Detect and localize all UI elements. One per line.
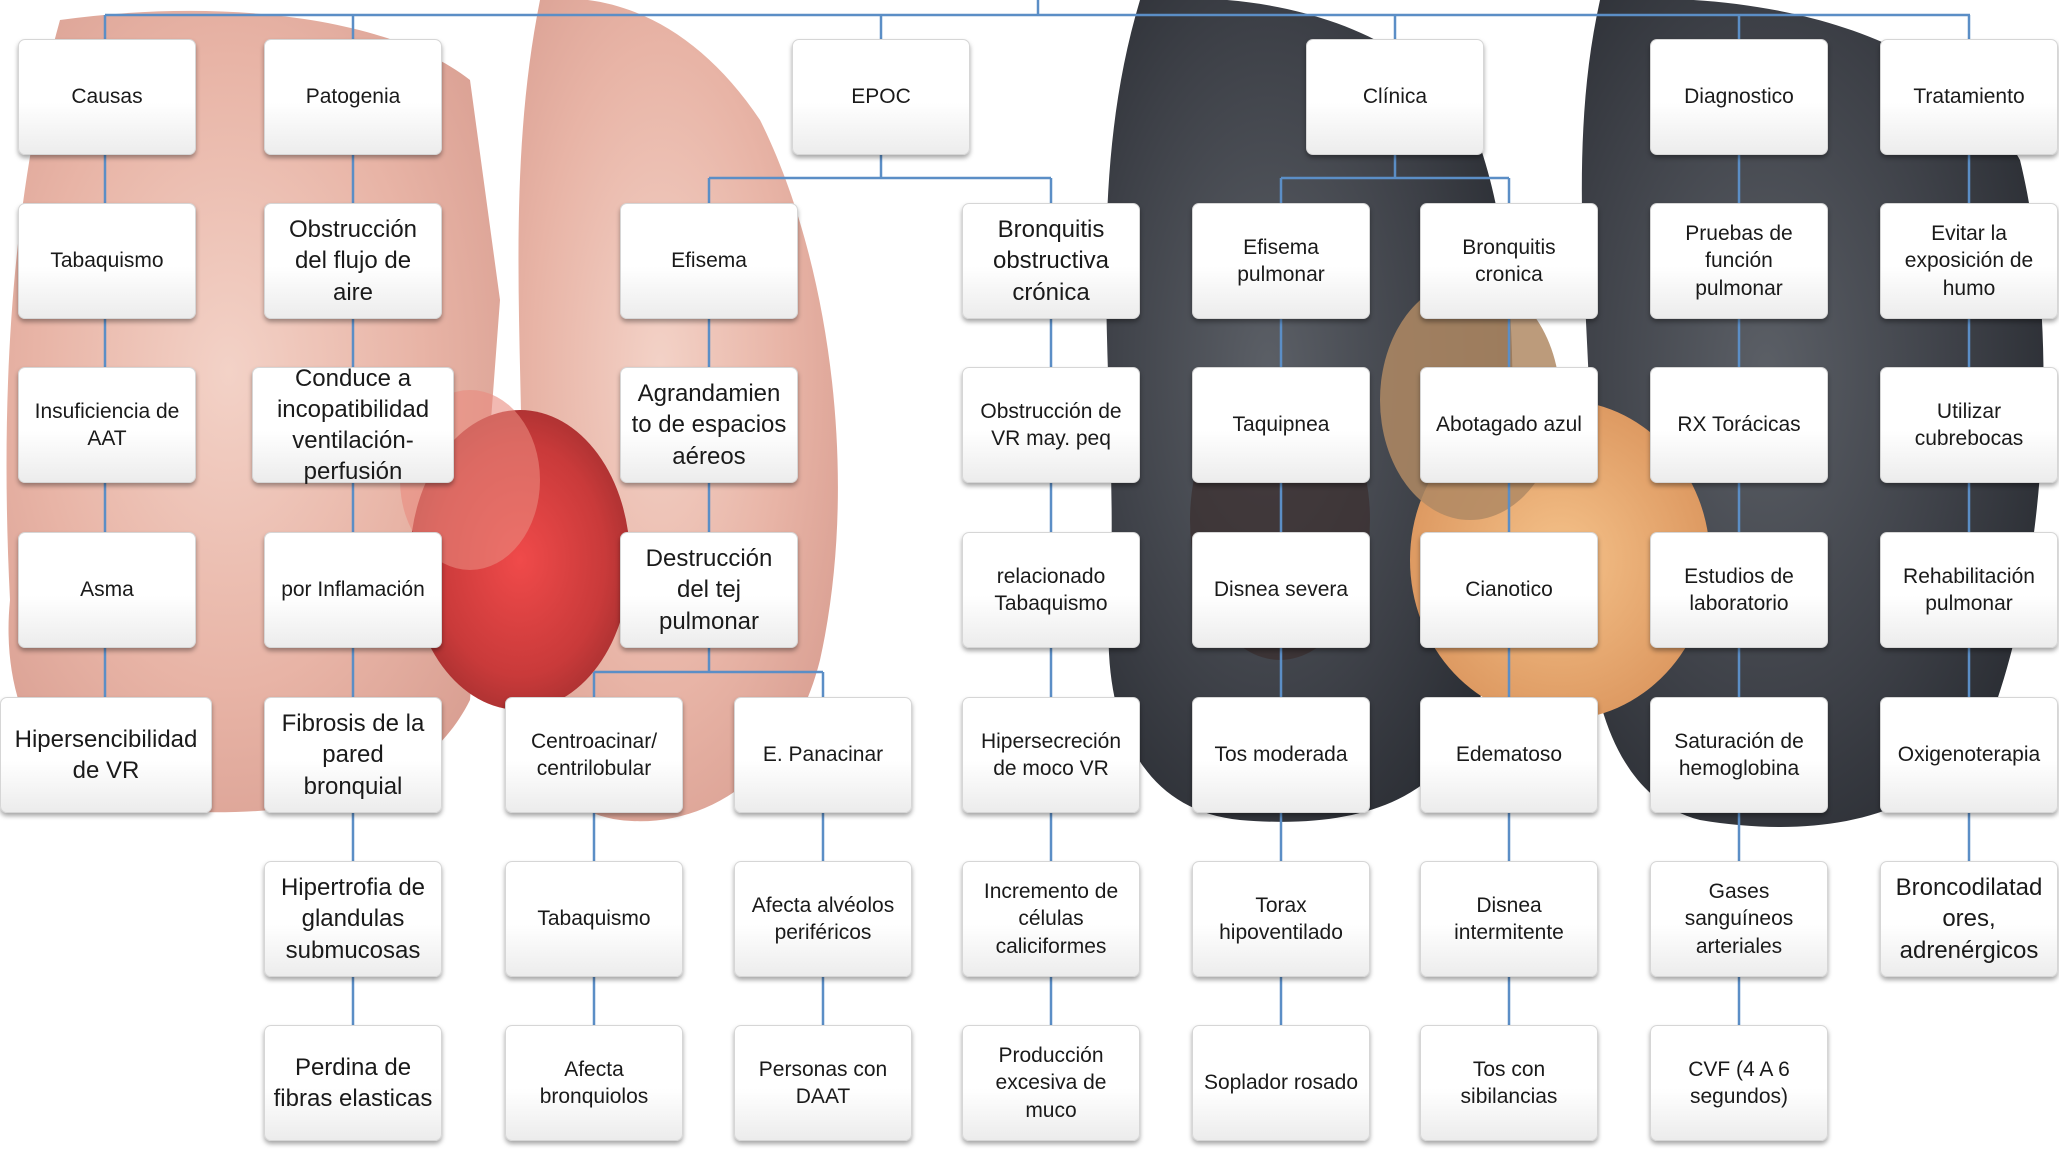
node-disnea-intermitente: Disnea intermitente bbox=[1420, 861, 1598, 977]
node-efisema: Efisema bbox=[620, 203, 798, 319]
node-obstruccion-vr: Obstrucción de VR may. peq bbox=[962, 367, 1140, 483]
node-tos-sibilancias: Tos con sibilancias bbox=[1420, 1025, 1598, 1141]
node-relacionado-tabaquismo: relacionado Tabaquismo bbox=[962, 532, 1140, 648]
node-destruccion: Destrucción del tej pulmonar bbox=[620, 532, 798, 648]
node-hipersecrecion: Hipersecreción de moco VR bbox=[962, 697, 1140, 813]
node-bronquitis-obstructiva: Bronquitis obstructiva crónica bbox=[962, 203, 1140, 319]
node-personas-daat: Personas con DAAT bbox=[734, 1025, 912, 1141]
node-cubrebocas: Utilizar cubrebocas bbox=[1880, 367, 2058, 483]
node-fibrosis: Fibrosis de la pared bronquial bbox=[264, 697, 442, 813]
node-perdina: Perdina de fibras elasticas bbox=[264, 1025, 442, 1141]
node-conduce-incopatibilidad: Conduce a incopatibilidad ventilación-pe… bbox=[252, 367, 454, 483]
node-asma: Asma bbox=[18, 532, 196, 648]
node-edematoso: Edematoso bbox=[1420, 697, 1598, 813]
node-bronquitis-cronica: Bronquitis cronica bbox=[1420, 203, 1598, 319]
node-insuficiencia-aat: Insuficiencia de AAT bbox=[18, 367, 196, 483]
node-cianotico: Cianotico bbox=[1420, 532, 1598, 648]
node-soplador-rosado: Soplador rosado bbox=[1192, 1025, 1370, 1141]
node-afecta-alveolos: Afecta alvéolos periféricos bbox=[734, 861, 912, 977]
node-hipersencibilidad: Hipersencibilidad de VR bbox=[0, 697, 212, 813]
node-hipertrofia: Hipertrofia de glandulas submucosas bbox=[264, 861, 442, 977]
node-tabaquismo-centroacinar: Tabaquismo bbox=[505, 861, 683, 977]
node-centroacinar: Centroacinar/ centrilobular bbox=[505, 697, 683, 813]
node-incremento-celulas: Incremento de células caliciformes bbox=[962, 861, 1140, 977]
node-epoc: EPOC bbox=[792, 39, 970, 155]
node-clinica: Clínica bbox=[1306, 39, 1484, 155]
node-afecta-bronquiolos: Afecta bronquiolos bbox=[505, 1025, 683, 1141]
node-rehabilitacion: Rehabilitación pulmonar bbox=[1880, 532, 2058, 648]
node-panacinar: E. Panacinar bbox=[734, 697, 912, 813]
node-cvf: CVF (4 A 6 segundos) bbox=[1650, 1025, 1828, 1141]
node-patogenia: Patogenia bbox=[264, 39, 442, 155]
node-por-inflamacion: por Inflamación bbox=[264, 532, 442, 648]
node-tabaquismo-causa: Tabaquismo bbox=[18, 203, 196, 319]
node-produccion-muco: Producción excesiva de muco bbox=[962, 1025, 1140, 1141]
node-taquipnea: Taquipnea bbox=[1192, 367, 1370, 483]
node-oxigenoterapia: Oxigenoterapia bbox=[1880, 697, 2058, 813]
node-evitar-humo: Evitar la exposición de humo bbox=[1880, 203, 2058, 319]
node-gases-sanguineos: Gases sanguíneos arteriales bbox=[1650, 861, 1828, 977]
node-causas: Causas bbox=[18, 39, 196, 155]
node-broncodilatadores: Broncodilatad ores, adrenérgicos bbox=[1880, 861, 2058, 977]
node-tos-moderada: Tos moderada bbox=[1192, 697, 1370, 813]
node-rx-toracicas: RX Torácicas bbox=[1650, 367, 1828, 483]
node-efisema-pulmonar: Efisema pulmonar bbox=[1192, 203, 1370, 319]
node-disnea-severa: Disnea severa bbox=[1192, 532, 1370, 648]
node-saturacion: Saturación de hemoglobina bbox=[1650, 697, 1828, 813]
node-abotagado-azul: Abotagado azul bbox=[1420, 367, 1598, 483]
node-diagnostico: Diagnostico bbox=[1650, 39, 1828, 155]
node-pruebas-funcion: Pruebas de función pulmonar bbox=[1650, 203, 1828, 319]
node-agrandamiento: Agrandamien to de espacios aéreos bbox=[620, 367, 798, 483]
node-tratamiento: Tratamiento bbox=[1880, 39, 2058, 155]
node-obstruccion-flujo: Obstrucción del flujo de aire bbox=[264, 203, 442, 319]
node-torax-hipoventilado: Torax hipoventilado bbox=[1192, 861, 1370, 977]
node-estudios-laboratorio: Estudios de laboratorio bbox=[1650, 532, 1828, 648]
